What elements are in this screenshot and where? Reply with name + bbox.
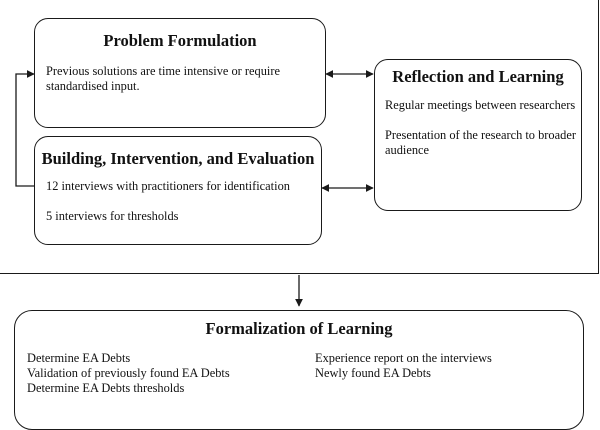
list-item: Experience report on the interviews bbox=[315, 351, 492, 365]
problem-formulation-text: Previous solutions are time intensive or… bbox=[46, 64, 280, 93]
formalization-box: Formalization of Learning Determine EA D… bbox=[14, 310, 584, 430]
building-title: Building, Intervention, and Evaluation bbox=[41, 149, 315, 168]
formalization-left-list: Determine EA Debts Validation of previou… bbox=[27, 351, 297, 396]
list-item: Validation of previously found EA Debts bbox=[27, 366, 230, 380]
building-box: Building, Intervention, and Evaluation 1… bbox=[34, 136, 322, 245]
problem-formulation-box: Problem Formulation Previous solutions a… bbox=[34, 18, 326, 128]
formalization-title: Formalization of Learning bbox=[205, 319, 393, 338]
list-item: Determine EA Debts thresholds bbox=[27, 381, 185, 395]
list-item: Presentation of the research to broader … bbox=[385, 128, 576, 157]
list-item: Regular meetings between researchers bbox=[385, 98, 576, 112]
list-item: Newly found EA Debts bbox=[315, 366, 431, 380]
feedback-loop-arrow bbox=[15, 70, 35, 187]
formalization-right-list: Experience report on the interviews Newl… bbox=[315, 351, 565, 381]
reflection-title: Reflection and Learning bbox=[392, 67, 564, 86]
list-item: Determine EA Debts bbox=[27, 351, 131, 365]
reflection-list: Regular meetings between researchers Pre… bbox=[385, 98, 579, 158]
list-item: 5 interviews for thresholds bbox=[46, 209, 179, 223]
cycle-frame bbox=[0, 0, 599, 274]
reflection-box: Reflection and Learning Regular meetings… bbox=[374, 59, 582, 211]
problem-formulation-title: Problem Formulation bbox=[103, 31, 257, 50]
building-list: 12 interviews with practitioners for ide… bbox=[46, 179, 318, 224]
list-item: 12 interviews with practitioners for ide… bbox=[46, 179, 290, 193]
connectors bbox=[15, 70, 374, 307]
